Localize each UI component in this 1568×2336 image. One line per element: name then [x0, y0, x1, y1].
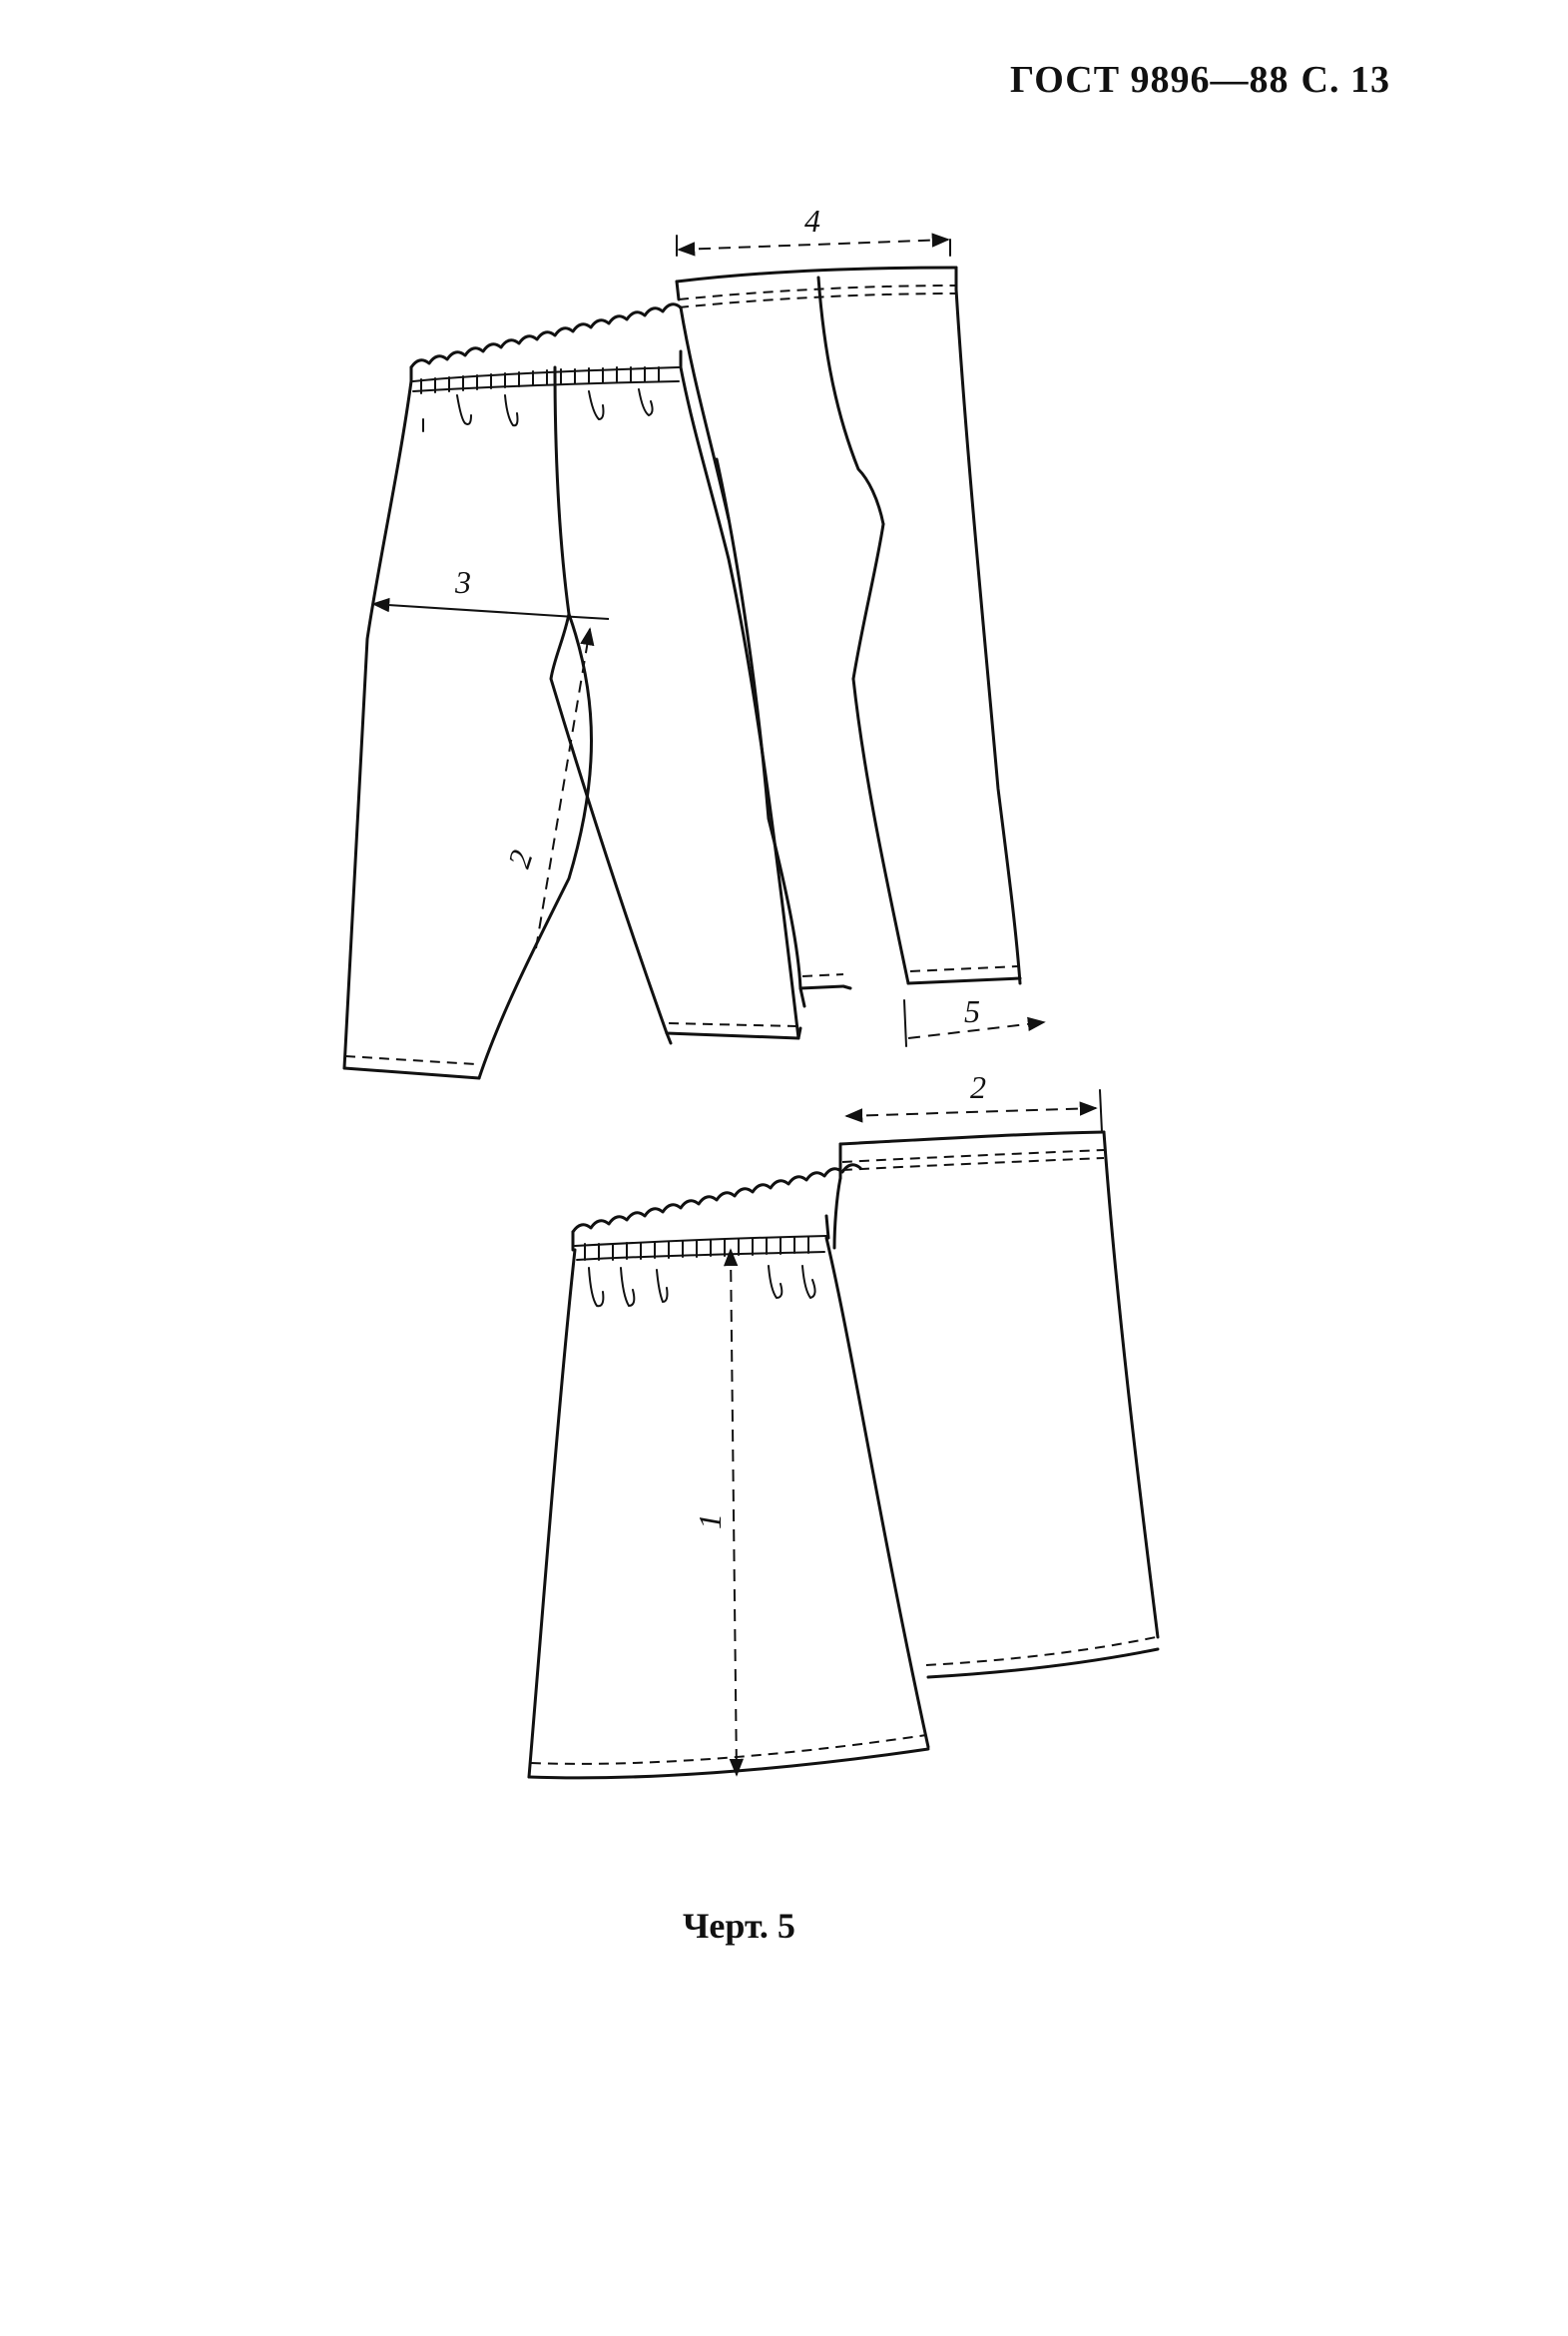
page-number: С. 13 [1301, 59, 1390, 101]
dim-label-5: 5 [964, 993, 980, 1029]
skirt-front-view: 1 [527, 1163, 930, 1780]
dim-label-2: 2 [500, 846, 539, 872]
page-header: ГОСТ 9896—88 С. 13 [1010, 58, 1390, 102]
trousers-back-view: 4 5 [675, 203, 1046, 1047]
trousers-front-view: 3 2 [342, 302, 802, 1080]
skirt-back-view: 2 [832, 1069, 1160, 1679]
dim-label-3: 3 [454, 564, 471, 600]
standard-number: ГОСТ 9896—88 [1010, 59, 1290, 101]
dim-label-4: 4 [804, 203, 820, 239]
dim-label-skirt-2: 2 [970, 1069, 986, 1105]
figure-caption: Черт. 5 [683, 1906, 795, 1946]
dim-label-1: 1 [692, 1513, 728, 1529]
